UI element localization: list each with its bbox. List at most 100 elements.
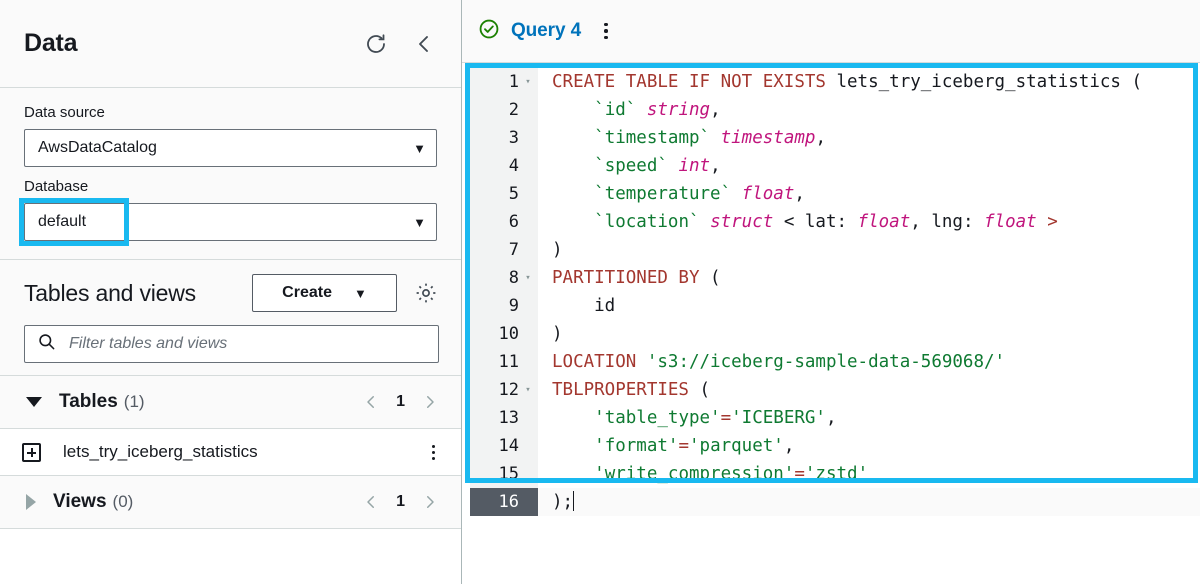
line-number: 8▾ [470, 264, 538, 292]
chevron-down-icon: ▼ [413, 214, 426, 230]
refresh-icon[interactable] [363, 31, 389, 57]
code-text: ) [552, 240, 563, 260]
gear-icon[interactable] [413, 280, 439, 306]
group-count-tables: (1) [123, 392, 145, 411]
line-number: 14▾ [470, 432, 538, 460]
data-source-label: Data source [24, 104, 105, 121]
tab-query-4[interactable]: Query 4 [478, 18, 611, 45]
prev-page-icon[interactable] [362, 393, 380, 411]
line-number: 9▾ [470, 292, 538, 320]
code-line[interactable]: 5▾ `temperature` float, [470, 180, 1200, 208]
search-icon [37, 332, 56, 356]
check-circle-icon [478, 18, 500, 45]
tables-pagination: 1 [362, 393, 439, 411]
code-line[interactable]: 2▾ `id` string, [470, 96, 1200, 124]
code-line[interactable]: 8▾ PARTITIONED BY ( [470, 264, 1200, 292]
fold-arrow-icon[interactable]: ▾ [525, 77, 531, 87]
code-line[interactable]: 14▾ 'format'='parquet', [470, 432, 1200, 460]
database-field-wrapper: default ▼ [19, 198, 437, 246]
code-line[interactable]: 1▾CREATE TABLE IF NOT EXISTS lets_try_ic… [470, 68, 1200, 96]
line-number: 6▾ [470, 208, 538, 236]
chevron-left-icon[interactable] [411, 31, 437, 57]
code-text: PARTITIONED BY ( [552, 268, 721, 288]
line-number: 16▾ [470, 488, 538, 516]
next-page-icon[interactable] [421, 493, 439, 511]
code-text: `temperature` float, [594, 184, 805, 204]
fold-arrow-icon[interactable]: ▾ [525, 273, 531, 283]
triangle-right-icon[interactable] [26, 494, 36, 510]
code-text: `timestamp` timestamp, [594, 128, 826, 148]
code-line[interactable]: 6▾ `location` struct < lat: float, lng: … [470, 208, 1200, 236]
tables-page-number: 1 [396, 393, 405, 410]
group-label-views: Views [53, 491, 107, 512]
code-lines[interactable]: 1▾CREATE TABLE IF NOT EXISTS lets_try_ic… [470, 68, 1200, 584]
group-count-views: (0) [112, 492, 134, 511]
code-text: LOCATION 's3://iceberg-sample-data-56906… [552, 352, 1006, 372]
filter-tables-field[interactable] [24, 325, 439, 363]
sidebar-group-views[interactable]: Views (0) 1 [0, 476, 461, 529]
sidebar-group-tables[interactable]: Tables (1) 1 [0, 376, 461, 429]
code-line[interactable]: 7▾) [470, 236, 1200, 264]
data-source-form: Data source AwsDataCatalog ▼ Database de… [0, 88, 461, 260]
line-number: 12▾ [470, 376, 538, 404]
sidebar-header-actions [363, 31, 437, 57]
data-source-value: AwsDataCatalog [38, 139, 157, 156]
sidebar-header: Data [0, 0, 461, 88]
code-text: ); [552, 491, 575, 512]
text-cursor [573, 491, 575, 511]
code-line[interactable]: 3▾ `timestamp` timestamp, [470, 124, 1200, 152]
code-line[interactable]: 16▾); [470, 488, 1200, 516]
tables-and-views-header: Tables and views Create ▼ [0, 260, 461, 376]
code-text: ) [552, 324, 563, 344]
database-value: default [38, 213, 93, 231]
views-pagination: 1 [362, 493, 439, 511]
line-number: 2▾ [470, 96, 538, 124]
create-button[interactable]: Create ▼ [252, 274, 397, 312]
query-tab-bar: Query 4 [462, 0, 1200, 63]
views-page-number: 1 [396, 493, 405, 510]
code-line[interactable]: 12▾ TBLPROPERTIES ( [470, 376, 1200, 404]
code-text: TBLPROPERTIES ( [552, 380, 711, 400]
triangle-down-icon[interactable] [26, 397, 42, 407]
code-line[interactable]: 15▾ 'write_compression'='zstd' [470, 460, 1200, 488]
plus-square-icon[interactable] [22, 442, 41, 462]
table-row[interactable]: lets_try_iceberg_statistics [0, 429, 461, 476]
code-text: 'write_compression'='zstd' [594, 464, 869, 484]
kebab-menu-icon[interactable] [428, 441, 439, 464]
line-number: 7▾ [470, 236, 538, 264]
code-line[interactable]: 4▾ `speed` int, [470, 152, 1200, 180]
query-editor-panel: Query 4 1▾CREATE TABLE IF NOT EXISTS let… [462, 0, 1200, 584]
page-title: Data [24, 29, 78, 57]
line-number: 4▾ [470, 152, 538, 180]
code-line[interactable]: 10▾) [470, 320, 1200, 348]
database-select[interactable]: default ▼ [24, 203, 437, 241]
chevron-down-icon: ▼ [413, 140, 426, 156]
line-number: 10▾ [470, 320, 538, 348]
tables-and-views-title: Tables and views [24, 279, 196, 306]
code-text: `id` string, [594, 100, 721, 120]
line-number: 15▾ [470, 460, 538, 488]
code-text: `location` struct < lat: float, lng: flo… [594, 212, 1058, 232]
line-number: 5▾ [470, 180, 538, 208]
prev-page-icon[interactable] [362, 493, 380, 511]
database-label: Database [24, 178, 89, 195]
code-text: 'format'='parquet', [594, 436, 795, 456]
line-number: 13▾ [470, 404, 538, 432]
line-number: 3▾ [470, 124, 538, 152]
next-page-icon[interactable] [421, 393, 439, 411]
fold-arrow-icon[interactable]: ▾ [525, 385, 531, 395]
chevron-down-icon: ▼ [353, 285, 367, 301]
filter-tables-input[interactable] [67, 334, 426, 354]
table-name: lets_try_iceberg_statistics [63, 442, 258, 461]
code-text: id [552, 296, 616, 316]
data-source-select[interactable]: AwsDataCatalog ▼ [24, 129, 437, 167]
kebab-menu-icon[interactable] [601, 20, 611, 43]
code-text: `speed` int, [594, 156, 721, 176]
tab-label: Query 4 [511, 20, 582, 41]
code-line[interactable]: 9▾ id [470, 292, 1200, 320]
code-line[interactable]: 13▾ 'table_type'='ICEBERG', [470, 404, 1200, 432]
code-line[interactable]: 11▾LOCATION 's3://iceberg-sample-data-56… [470, 348, 1200, 376]
group-label-tables: Tables [59, 391, 118, 412]
code-editor[interactable]: 1▾CREATE TABLE IF NOT EXISTS lets_try_ic… [462, 63, 1200, 584]
